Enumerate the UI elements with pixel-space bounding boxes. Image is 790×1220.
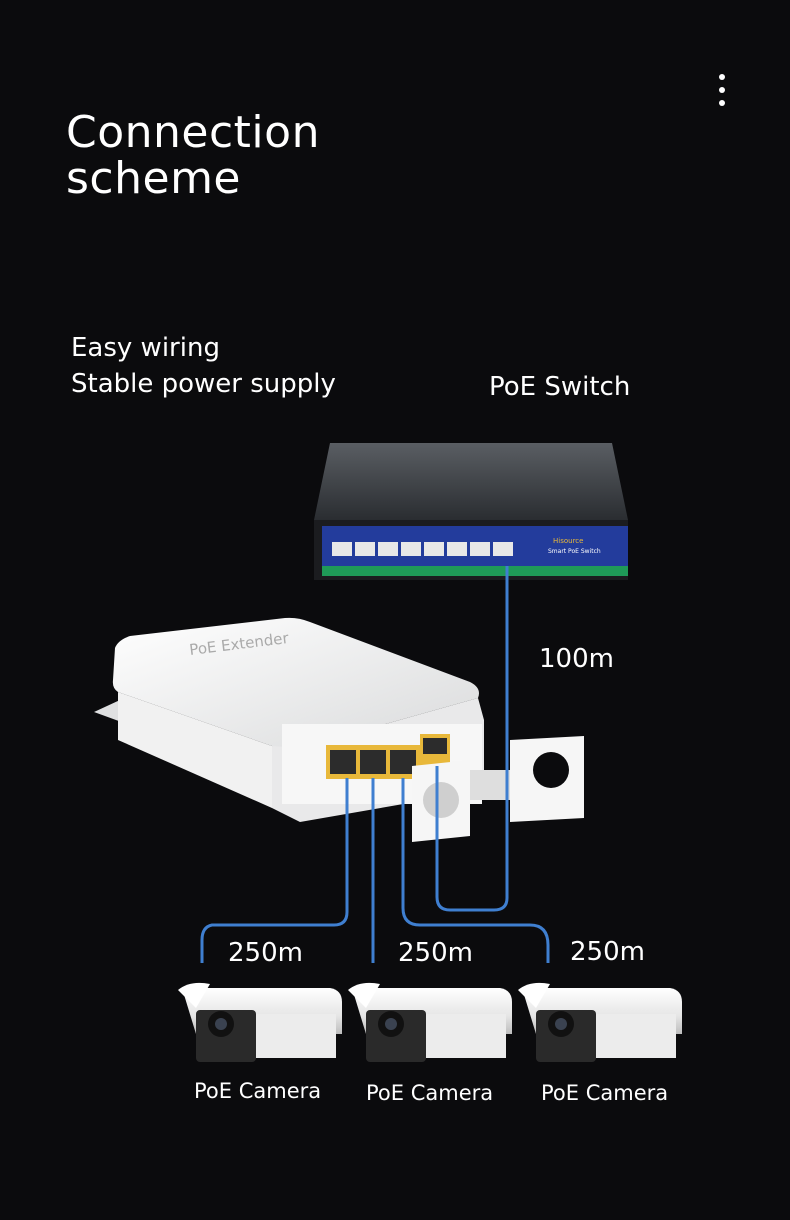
camera-label-3: PoE Camera bbox=[541, 1081, 669, 1105]
switch-ports bbox=[332, 542, 513, 556]
more-options-icon[interactable] bbox=[708, 70, 736, 110]
uplink-distance-label: 100m bbox=[539, 644, 614, 674]
feature-list: Easy wiring Stable power supply bbox=[71, 330, 336, 402]
camera-distance-label-2: 250m bbox=[398, 938, 473, 968]
poe-extender: PoE Extender bbox=[94, 617, 584, 842]
camera-label-2: PoE Camera bbox=[366, 1081, 494, 1105]
camera-1 bbox=[178, 982, 342, 1062]
uplink-cable bbox=[435, 566, 509, 912]
cables bbox=[200, 566, 550, 963]
switch-model: Smart PoE Switch bbox=[548, 548, 601, 555]
camera-label-1: PoE Camera bbox=[194, 1079, 322, 1103]
page-title: Connection scheme bbox=[66, 110, 320, 202]
camera-3 bbox=[518, 982, 682, 1062]
camera-cable-1 bbox=[200, 778, 349, 963]
feature-easy-wiring: Easy wiring bbox=[71, 333, 220, 363]
title-line-2: scheme bbox=[66, 153, 242, 204]
camera-2 bbox=[348, 982, 512, 1062]
camera-distance-label-3: 250m bbox=[570, 937, 645, 967]
feature-stable-power: Stable power supply bbox=[71, 369, 336, 399]
title-line-1: Connection bbox=[66, 107, 320, 158]
poe-switch: Hisource Smart PoE Switch bbox=[314, 443, 628, 580]
switch-label: PoE Switch bbox=[489, 372, 631, 402]
camera-distance-label-1: 250m bbox=[228, 938, 303, 968]
switch-brand: Hisource bbox=[553, 537, 583, 545]
camera-cable-3 bbox=[401, 778, 550, 963]
